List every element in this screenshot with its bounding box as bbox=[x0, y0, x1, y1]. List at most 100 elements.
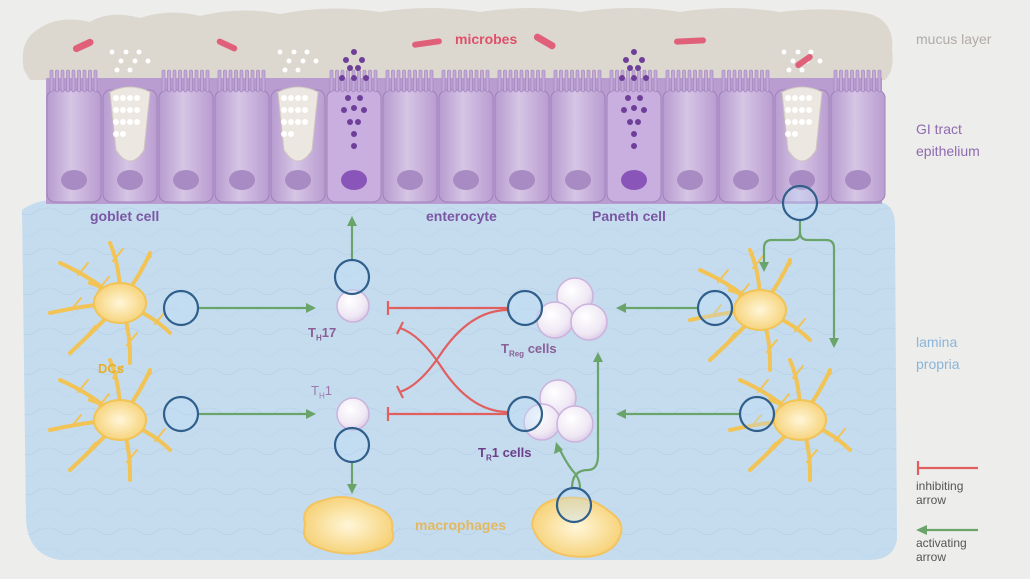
mucus-granule bbox=[295, 67, 301, 73]
microvillus bbox=[167, 69, 171, 93]
microvillus bbox=[391, 69, 395, 93]
mucus-granule bbox=[286, 58, 292, 64]
arrow-head bbox=[347, 216, 357, 226]
mucus-granule bbox=[288, 131, 294, 137]
dendrite-branch bbox=[778, 393, 790, 407]
dendrite-branch bbox=[84, 442, 96, 456]
mucus-granule bbox=[127, 107, 133, 113]
dendritic-cell bbox=[688, 248, 812, 372]
microvillus bbox=[351, 69, 356, 93]
dcs-label: DCs bbox=[98, 361, 125, 376]
microvillus bbox=[329, 69, 334, 93]
nucleus bbox=[509, 170, 535, 190]
paneth-granule bbox=[627, 65, 633, 71]
macrophage-right bbox=[530, 496, 623, 558]
microvillus bbox=[665, 69, 670, 93]
microvillus bbox=[519, 69, 524, 93]
microvillus bbox=[575, 69, 580, 93]
dendrite-branch bbox=[820, 372, 832, 386]
activating-arrow bbox=[559, 449, 582, 489]
dendrite-branch bbox=[84, 325, 96, 339]
mucus-granule bbox=[127, 119, 133, 125]
dendrite-branch bbox=[780, 262, 792, 276]
microvillus bbox=[525, 69, 529, 93]
microvillus bbox=[732, 69, 737, 93]
paneth-granule bbox=[359, 57, 365, 63]
microvillus bbox=[559, 69, 563, 93]
arrow-head bbox=[829, 338, 839, 348]
microvillus bbox=[721, 69, 726, 93]
nucleus bbox=[285, 170, 311, 190]
mucus-granule bbox=[288, 119, 294, 125]
nucleus bbox=[565, 170, 591, 190]
dendrite-branch bbox=[77, 262, 89, 276]
paneth-granule bbox=[347, 119, 353, 125]
legend-inhibiting-label-2: arrow bbox=[916, 493, 947, 507]
mucus-granule bbox=[295, 95, 301, 101]
microvillus bbox=[346, 69, 350, 93]
macrophages-label: macrophages bbox=[415, 517, 507, 533]
dendrite-branch bbox=[154, 428, 166, 442]
dc-body bbox=[93, 399, 147, 441]
arrow-head bbox=[554, 442, 563, 454]
treg-cell bbox=[570, 303, 608, 341]
microvillus bbox=[676, 69, 681, 93]
dendrite-branch bbox=[750, 414, 762, 428]
microvillus bbox=[743, 69, 748, 93]
dendritic-cell bbox=[48, 358, 172, 482]
receptor-ring bbox=[333, 426, 371, 464]
paneth-granule bbox=[631, 75, 637, 81]
microvillus bbox=[631, 69, 636, 93]
receptor-ring bbox=[506, 289, 544, 327]
dendrite-branch bbox=[738, 283, 750, 297]
mucus-granule bbox=[792, 107, 798, 113]
microvillus bbox=[637, 69, 641, 93]
paneth-granule bbox=[631, 131, 637, 137]
microbe bbox=[533, 33, 556, 50]
nucleus bbox=[789, 170, 815, 190]
arrow-head bbox=[347, 484, 357, 494]
dc-body bbox=[733, 289, 787, 331]
mucus-granule bbox=[806, 119, 812, 125]
microvillus bbox=[469, 69, 473, 93]
microvillus bbox=[194, 69, 199, 93]
dendrite-branch bbox=[757, 379, 769, 393]
propria-label: propria bbox=[916, 356, 960, 372]
mucus-granule bbox=[120, 119, 126, 125]
mucus-granule bbox=[817, 58, 823, 64]
legend-activate-head bbox=[916, 525, 927, 535]
paneth-granule bbox=[355, 119, 361, 125]
paneth-granule bbox=[625, 95, 631, 101]
receptor-ring bbox=[333, 258, 371, 296]
receptor-ring bbox=[781, 184, 819, 222]
th17-cell bbox=[336, 289, 370, 323]
microbe bbox=[674, 37, 706, 45]
microvillus bbox=[586, 69, 591, 93]
paneth-granule bbox=[635, 119, 641, 125]
microvillus bbox=[55, 69, 59, 93]
microvillus bbox=[592, 69, 596, 93]
paneth-granule bbox=[345, 95, 351, 101]
microvillus bbox=[866, 69, 871, 93]
microvillus bbox=[564, 69, 569, 93]
arrow-head bbox=[616, 409, 626, 419]
dendrite-branch bbox=[70, 297, 82, 311]
dendrite-branch bbox=[794, 318, 806, 332]
microvillus bbox=[250, 69, 255, 93]
mucus-granule bbox=[120, 95, 126, 101]
inhibit-bar bbox=[396, 385, 404, 399]
mucus-granule bbox=[132, 58, 138, 64]
t-cells bbox=[336, 277, 608, 443]
paneth-granule bbox=[351, 75, 357, 81]
nucleus bbox=[845, 170, 871, 190]
microvillus bbox=[541, 69, 546, 93]
nucleus bbox=[229, 170, 255, 190]
paneth-granule bbox=[351, 105, 357, 111]
macrophage-left bbox=[303, 495, 395, 555]
mucus-granule bbox=[120, 131, 126, 137]
microvillus bbox=[553, 69, 558, 93]
paneth-granule bbox=[621, 107, 627, 113]
microvillus bbox=[261, 69, 266, 93]
microvillus bbox=[530, 69, 535, 93]
dendritic-cells bbox=[48, 241, 852, 482]
